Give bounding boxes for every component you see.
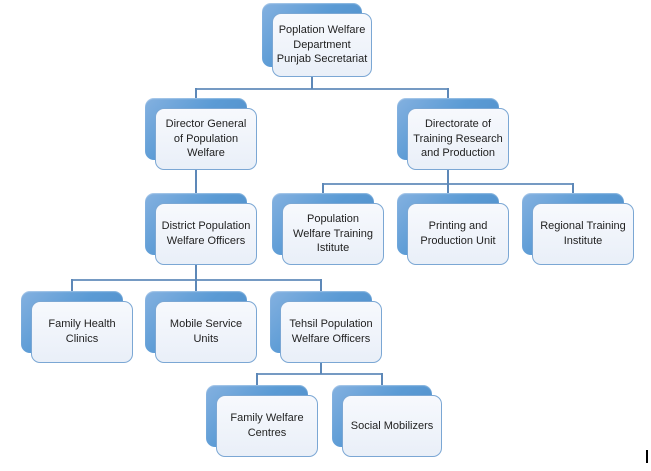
connector-tpwo-stem <box>320 363 322 374</box>
node-card: Regional Training Institute <box>532 203 634 265</box>
org-node-regional-training-institute: Regional Training Institute <box>522 193 634 265</box>
connector-dtrp-stem <box>447 170 449 184</box>
connector-level5-rail <box>257 373 383 375</box>
node-label: Directorate of Training Research and Pro… <box>413 117 503 160</box>
org-node-population-welfare-training-institute: Population Welfare Training Istitute <box>272 193 384 265</box>
org-node-population-welfare-department: Poplation Welfare Department Punjab Secr… <box>262 3 372 77</box>
node-label: Population Welfare Training Istitute <box>293 212 373 255</box>
connector-pwti-drop <box>322 183 324 194</box>
connector-tpwo-drop <box>320 279 322 292</box>
org-node-district-population-welfare-officers: District Population Welfare Officers <box>145 193 257 265</box>
node-label: Family Welfare Centres <box>230 412 304 439</box>
node-card: Printing and Production Unit <box>407 203 509 265</box>
node-card: Family Welfare Centres <box>216 395 318 457</box>
node-label: Social Mobilizers <box>350 419 434 432</box>
node-label: Poplation Welfare Department Punjab Secr… <box>276 23 368 66</box>
node-label: Regional Training Institute <box>540 220 626 247</box>
node-card: Mobile Service Units <box>155 301 257 363</box>
org-node-director-general: Director General of Population Welfare <box>145 98 257 170</box>
connector-level2-rail <box>196 88 449 90</box>
node-label: Family Health Clinics <box>48 318 116 345</box>
connector-msu-drop <box>195 279 197 292</box>
org-node-family-health-clinics: Family Health Clinics <box>21 291 133 363</box>
node-label: Director General of Population Welfare <box>165 117 247 160</box>
connector-ppu-drop <box>447 183 449 194</box>
node-card: Tehsil Population Welfare Officers <box>280 301 382 363</box>
org-node-printing-production-unit: Printing and Production Unit <box>397 193 509 265</box>
node-card: District Population Welfare Officers <box>155 203 257 265</box>
connector-dg-drop <box>195 88 197 99</box>
node-label: Printing and Production Unit <box>420 220 496 247</box>
connector-dg-dpwo <box>195 170 197 194</box>
node-label: District Population Welfare Officers <box>161 220 251 247</box>
org-node-family-welfare-centres: Family Welfare Centres <box>206 385 318 457</box>
node-card: Family Health Clinics <box>31 301 133 363</box>
org-node-mobile-service-units: Mobile Service Units <box>145 291 257 363</box>
connector-fwc-drop <box>256 373 258 386</box>
node-card: Director General of Population Welfare <box>155 108 257 170</box>
connector-rti-drop <box>572 183 574 194</box>
node-card: Poplation Welfare Department Punjab Secr… <box>272 13 372 77</box>
connector-level4-rail <box>72 279 322 281</box>
connector-sm-drop <box>381 373 383 386</box>
org-node-directorate-training: Directorate of Training Research and Pro… <box>397 98 509 170</box>
node-label: Tehsil Population Welfare Officers <box>289 318 373 345</box>
connector-fhc-drop <box>71 279 73 292</box>
node-card: Population Welfare Training Istitute <box>282 203 384 265</box>
node-label: Mobile Service Units <box>169 318 243 345</box>
connector-dpwo-stem <box>195 265 197 280</box>
org-node-tehsil-population-welfare-officers: Tehsil Population Welfare Officers <box>270 291 382 363</box>
connector-dept-stem <box>311 77 313 89</box>
org-node-social-mobilizers: Social Mobilizers <box>332 385 442 457</box>
connector-dtrp-drop <box>447 88 449 99</box>
text-cursor-mark <box>646 450 648 463</box>
node-card: Social Mobilizers <box>342 395 442 457</box>
node-card: Directorate of Training Research and Pro… <box>407 108 509 170</box>
